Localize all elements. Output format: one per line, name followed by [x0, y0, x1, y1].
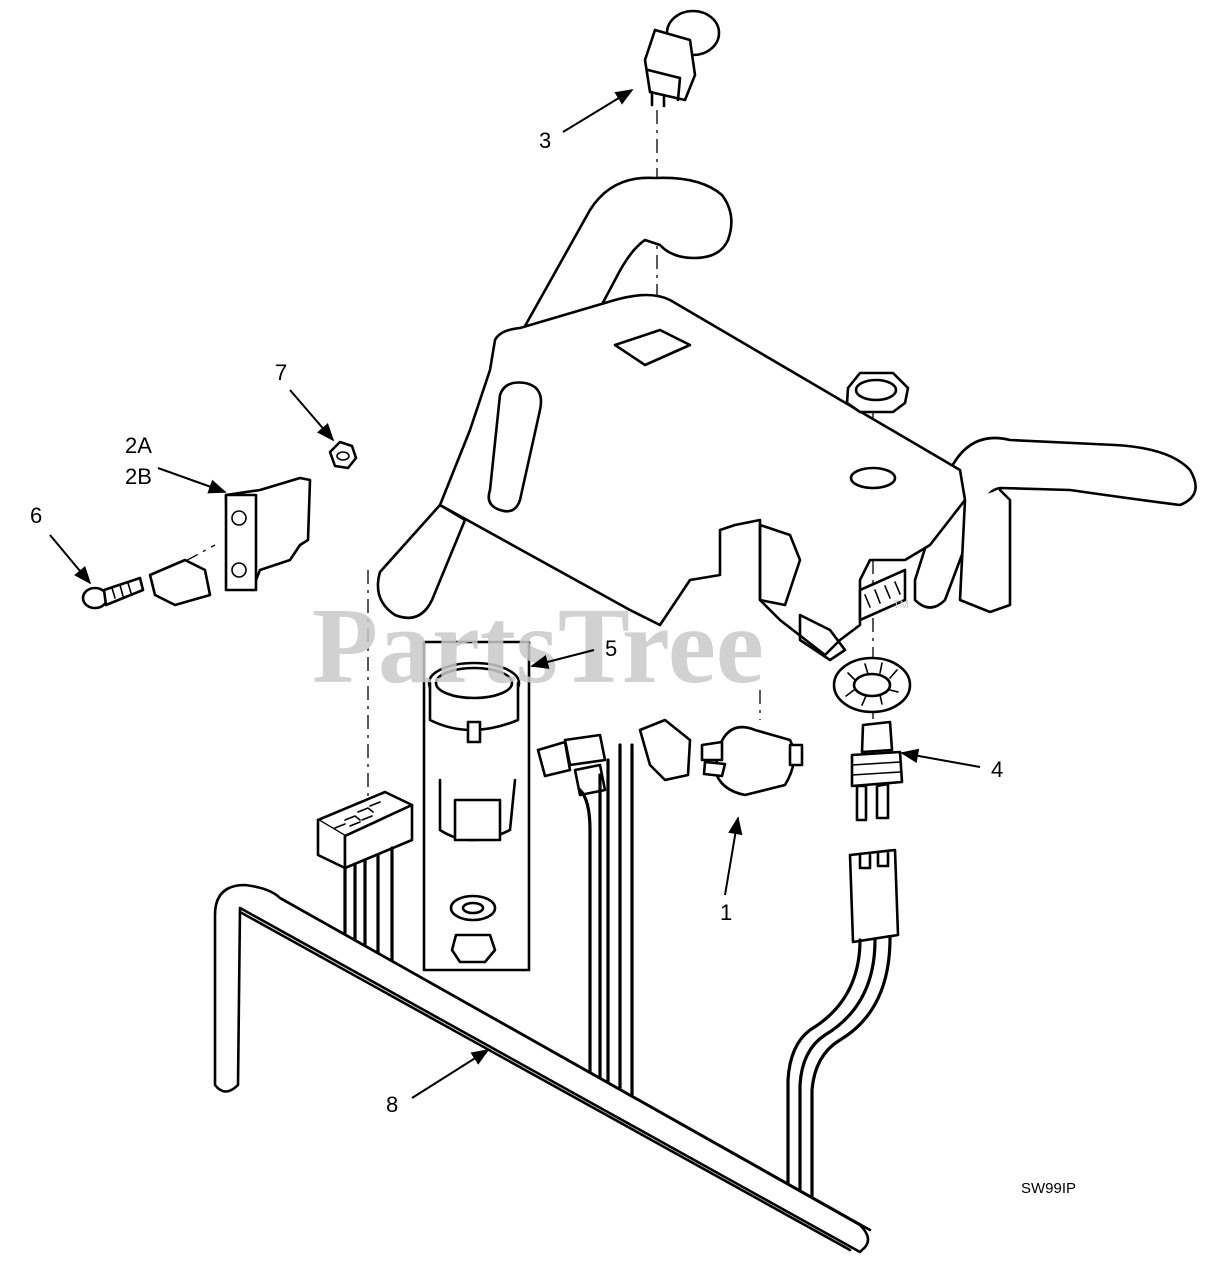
callout-4: 4 — [991, 757, 1003, 782]
callout-6: 6 — [30, 503, 42, 528]
callout-arrows — [49, 89, 981, 1099]
svg-text:TM: TM — [893, 599, 909, 611]
callout-7: 7 — [275, 360, 287, 385]
lock-washer — [832, 656, 912, 714]
callout-1: 1 — [720, 900, 732, 925]
part-1-switch — [700, 725, 804, 797]
sender-plug — [786, 848, 900, 1204]
part-6-screw — [81, 576, 145, 610]
part-4-sender — [850, 720, 904, 822]
part-8-harness — [213, 883, 872, 1254]
callout-2b: 2B — [125, 464, 152, 489]
bracket-bolt — [858, 568, 907, 622]
harness-plug — [316, 790, 414, 967]
part-3-connector — [643, 9, 721, 108]
hex-nut-upper — [845, 371, 910, 414]
callout-labels: 1 2A 2B 3 4 5 6 7 8 SW99IP — [30, 128, 1076, 1197]
callout-5: 5 — [605, 636, 617, 661]
control-panel — [438, 293, 1012, 662]
callout-3: 3 — [539, 128, 551, 153]
handlebar-tube — [376, 176, 1197, 620]
callout-8: 8 — [386, 1092, 398, 1117]
part-7-nut — [328, 440, 358, 470]
svg-text:PartsTree: PartsTree — [312, 587, 764, 706]
drawing-code: SW99IP — [1021, 1180, 1076, 1197]
spade-connectors — [536, 718, 692, 1127]
callout-2a: 2A — [125, 433, 152, 458]
watermark: PartsTree TM — [312, 587, 909, 706]
part-2-relay — [148, 476, 312, 607]
part-5-hour-meter — [422, 640, 531, 972]
